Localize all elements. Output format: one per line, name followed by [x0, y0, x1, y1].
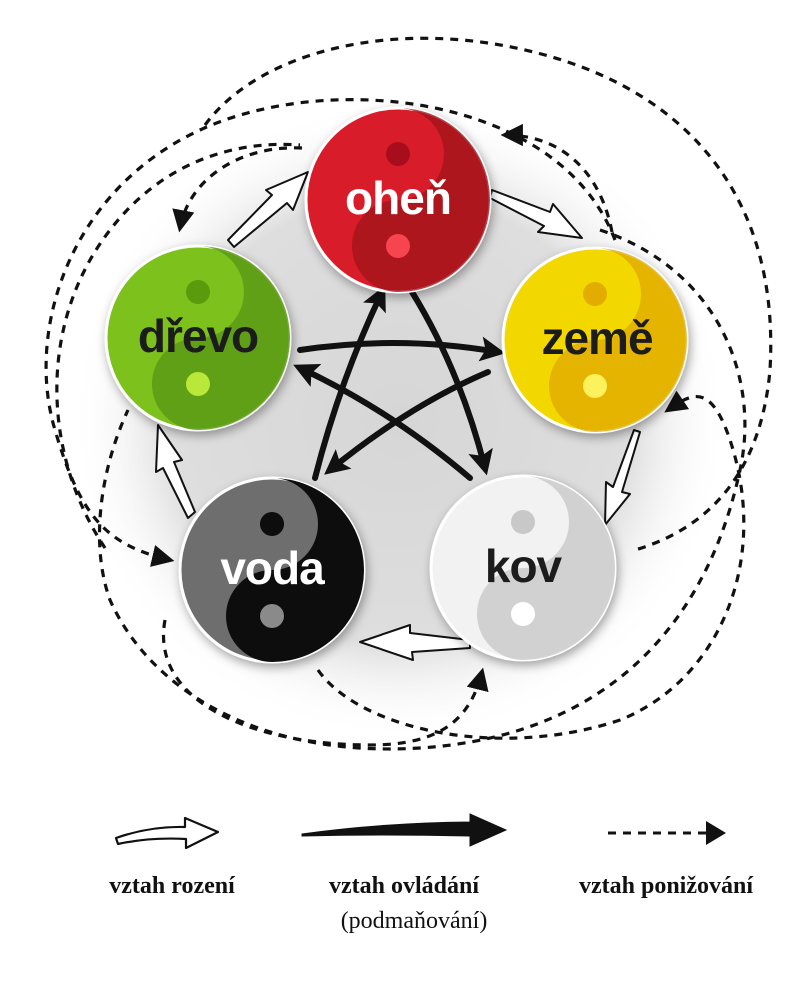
insult-arrows [44, 36, 773, 751]
element-zeme-dot-top [583, 282, 607, 306]
element-drevo-dot-top [186, 280, 210, 304]
legend-control-sublabel: (podmaňování) [341, 908, 488, 934]
element-ohen-label: oheň [345, 172, 451, 224]
generate-arrow-kov-voda [359, 624, 471, 661]
control-arrows [293, 285, 506, 481]
insult-arc-zeme-ohen [500, 123, 614, 233]
generate-arrow-ohen-zeme [489, 189, 583, 239]
element-ohen-dot-bottom [386, 234, 410, 258]
element-kov-dot-bottom [511, 602, 535, 626]
insult-arc-ohen-kov [203, 36, 773, 552]
generate-arrow-voda-drevo [155, 424, 196, 519]
legend-insult-head [706, 821, 726, 845]
element-drevo-label: dřevo [138, 310, 258, 362]
element-kov: kov [429, 474, 617, 662]
generate-arrow-zeme-kov [604, 429, 641, 526]
element-kov-label: kov [485, 540, 563, 592]
element-voda-dot-bottom [260, 604, 284, 628]
generate-arrow-drevo-ohen [227, 171, 309, 248]
legend: vztah rození vztah ovládání (podmaňování… [109, 813, 753, 934]
control-arrow-drevo-zeme [297, 336, 506, 362]
legend-control-arrow [301, 813, 508, 847]
control-arrow-ohen-kov [409, 289, 493, 476]
element-voda-dot-top [260, 512, 284, 536]
legend-insult-label: vztah ponižování [579, 873, 753, 899]
element-ohen-dot-top [386, 142, 410, 166]
insult-arc-zeme-voda [44, 98, 617, 567]
legend-generate-label: vztah rození [109, 873, 235, 899]
element-zeme-label: země [541, 312, 652, 364]
legend-control-label: vztah ovládání [329, 873, 479, 899]
element-zeme: země [501, 246, 689, 434]
legend-generate-arrow [114, 816, 220, 850]
element-voda-label: voda [220, 542, 325, 594]
control-arrow-zeme-voda [324, 369, 491, 475]
element-drevo-dot-bottom [186, 372, 210, 396]
insult-arc-ohen-drevo [172, 146, 303, 233]
control-arrow-kov-drevo [293, 364, 473, 481]
element-zeme-dot-bottom [583, 374, 607, 398]
insult-arc-drevo-zeme [55, 142, 301, 549]
element-voda: voda [178, 476, 366, 664]
element-drevo: dřevo [104, 244, 292, 432]
insult-arc-kov-voda [161, 619, 489, 747]
generate-arrows [155, 171, 641, 661]
element-kov-dot-top [511, 510, 535, 534]
element-ohen: oheň [304, 106, 492, 294]
control-arrow-voda-ohen [312, 285, 386, 481]
